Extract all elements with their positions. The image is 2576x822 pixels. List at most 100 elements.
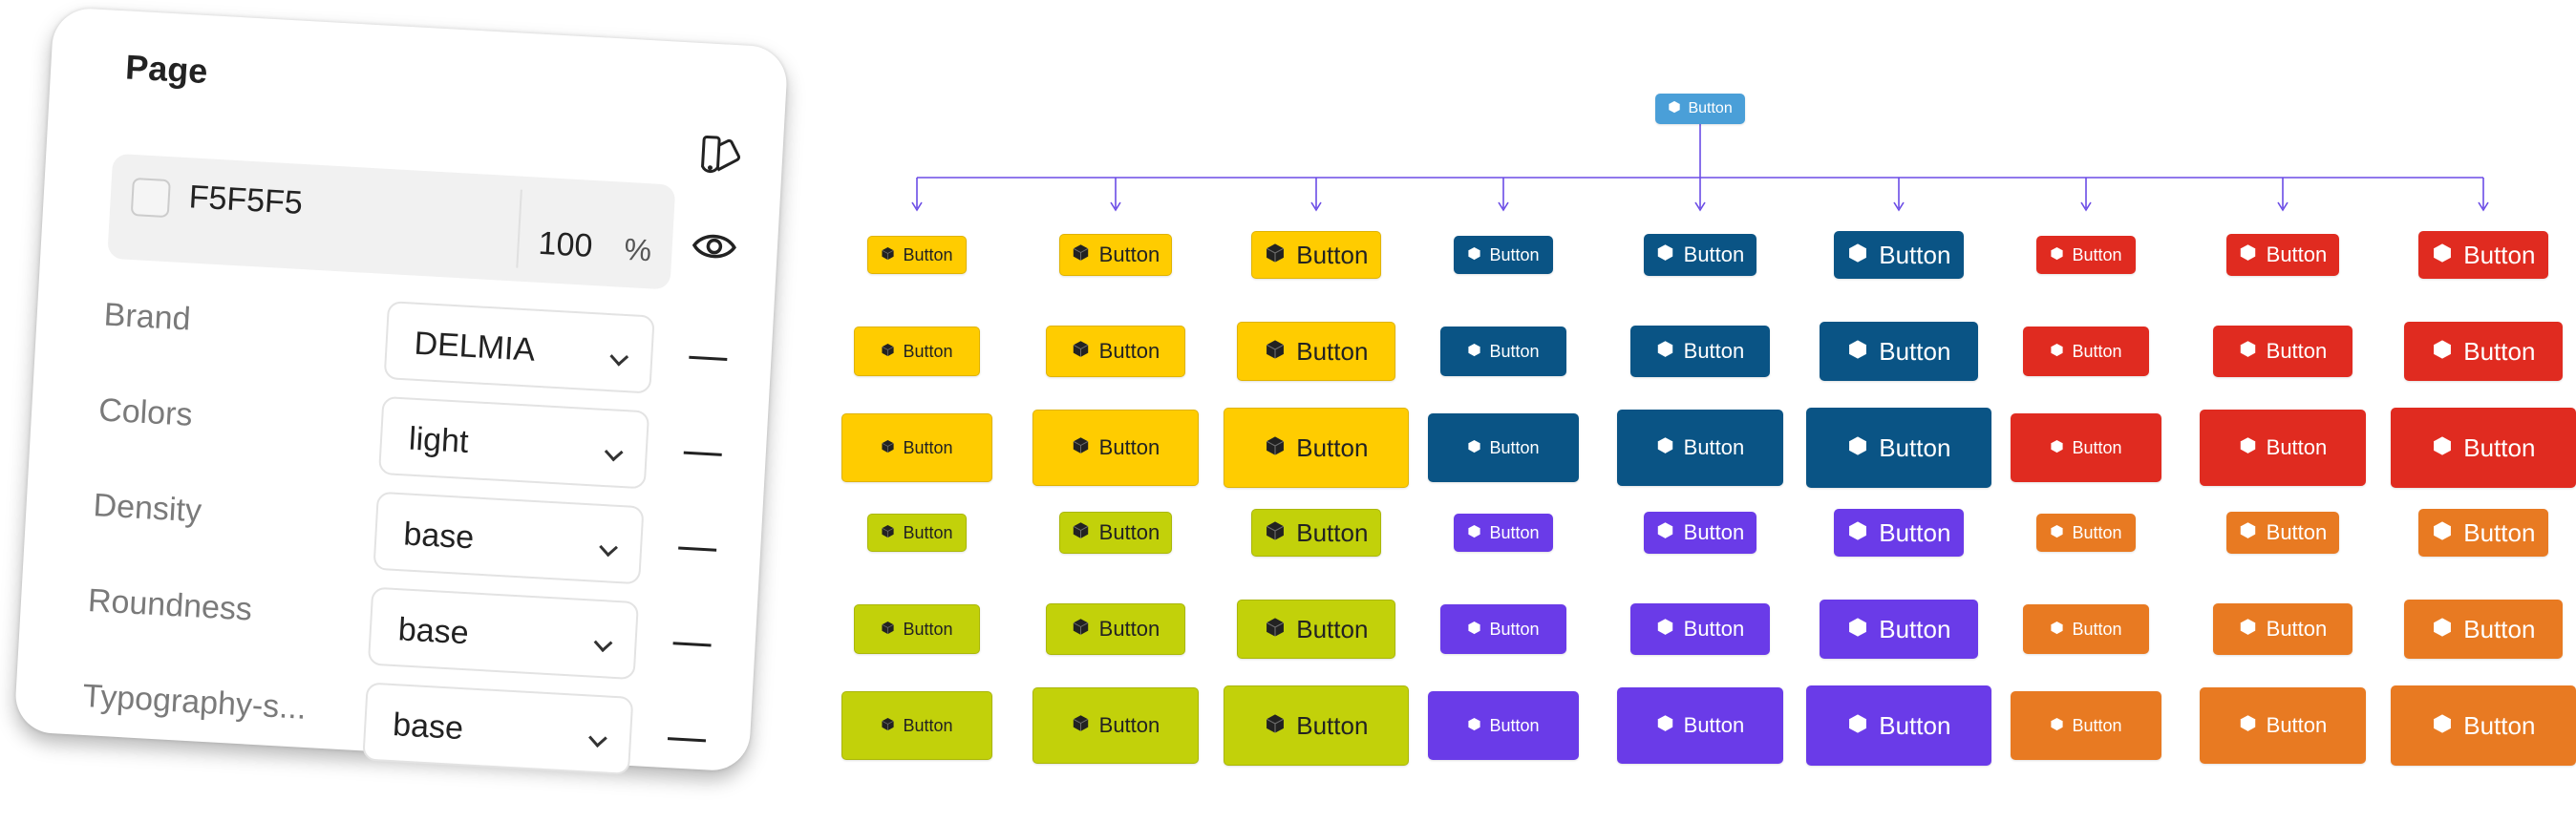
variant-button[interactable]: Button (867, 236, 967, 274)
chevron-down-icon (599, 537, 618, 558)
variant-button[interactable]: Button (2404, 322, 2563, 381)
variant-button[interactable]: Button (1033, 410, 1199, 486)
variant-button[interactable]: Button (1454, 514, 1553, 552)
variant-button[interactable]: Button (1806, 685, 1991, 766)
minus-icon[interactable] (683, 451, 722, 456)
variant-button[interactable]: Button (841, 691, 992, 760)
variant-button[interactable]: Button (2200, 687, 2366, 764)
variant-button[interactable]: Button (1251, 231, 1381, 279)
chevron-down-icon (604, 442, 624, 462)
page-color-field[interactable]: F5F5F5 100 % (107, 153, 676, 290)
connector-arrowhead (1498, 201, 1509, 212)
variant-button[interactable]: Button (1033, 687, 1199, 764)
opacity-value[interactable]: 100 (537, 224, 594, 264)
variant-button[interactable]: Button (1630, 603, 1770, 655)
variant-button[interactable]: Button (1806, 408, 1991, 488)
cube-icon (1072, 339, 1090, 364)
variant-button[interactable]: Button (2391, 685, 2576, 766)
typography-select[interactable]: base (362, 682, 634, 775)
variant-button-label: Button (1098, 339, 1160, 363)
variant-button[interactable]: Button (1237, 322, 1395, 381)
variant-button[interactable]: Button (867, 514, 967, 552)
cube-icon (881, 716, 895, 736)
variant-button[interactable]: Button (2011, 691, 2161, 760)
variant-button-label: Button (2463, 432, 2536, 462)
minus-icon[interactable] (689, 355, 728, 361)
cube-icon (1265, 337, 1286, 367)
variant-button[interactable]: Button (1820, 600, 1978, 659)
variant-button[interactable]: Button (1428, 413, 1579, 482)
variant-button[interactable]: Button (1440, 604, 1566, 654)
variant-button[interactable]: Button (1046, 603, 1185, 655)
variant-button[interactable]: Button (1820, 322, 1978, 381)
variant-button[interactable]: Button (1440, 327, 1566, 376)
variant-button-label: Button (1489, 619, 1540, 639)
variant-button[interactable]: Button (1059, 512, 1172, 554)
variant-button[interactable]: Button (1630, 326, 1770, 377)
variant-button[interactable]: Button (1644, 234, 1756, 276)
variant-button[interactable]: Button (1454, 236, 1553, 274)
eye-icon[interactable] (691, 226, 738, 267)
minus-icon[interactable] (667, 737, 707, 743)
variant-button[interactable]: Button (1237, 600, 1395, 659)
cube-icon (1265, 615, 1286, 644)
brand-select[interactable]: DELMIA (383, 301, 655, 394)
variant-button[interactable]: Button (2226, 234, 2339, 276)
variant-button[interactable]: Button (2418, 231, 2548, 279)
variant-button[interactable]: Button (2213, 603, 2352, 655)
variant-button-label: Button (2463, 614, 2536, 643)
variant-button[interactable]: Button (1644, 512, 1756, 554)
variant-button[interactable]: Button (1834, 231, 1964, 279)
variant-button[interactable]: Button (2011, 413, 2161, 482)
cube-icon (1072, 713, 1090, 738)
variant-button[interactable]: Button (2391, 408, 2576, 488)
variant-button[interactable]: Button (854, 327, 980, 376)
brush-icon[interactable] (695, 131, 744, 181)
opacity-percent: % (623, 231, 652, 268)
cube-icon (1656, 617, 1674, 642)
variant-button-label: Button (1879, 710, 1951, 740)
variant-button[interactable]: Button (1059, 234, 1172, 276)
variant-button[interactable]: Button (2036, 236, 2136, 274)
cube-icon (2239, 242, 2257, 267)
variant-button[interactable]: Button (1834, 509, 1964, 557)
variant-button[interactable]: Button (1224, 408, 1409, 488)
variant-button-label: Button (1098, 520, 1160, 544)
variant-button[interactable]: Button (2404, 600, 2563, 659)
cube-icon (2239, 435, 2257, 460)
variant-button[interactable]: Button (2023, 327, 2149, 376)
color-hex-value[interactable]: F5F5F5 (187, 179, 304, 221)
variant-button-label: Button (1098, 242, 1160, 266)
variant-button[interactable]: Button (854, 604, 980, 654)
variant-button[interactable]: Button (2213, 326, 2352, 377)
root-button[interactable]: Button (1655, 94, 1745, 124)
cube-icon (1265, 518, 1286, 548)
minus-icon[interactable] (672, 642, 712, 647)
variant-button-label: Button (2072, 715, 2122, 735)
cube-icon (1847, 433, 1868, 463)
variant-button[interactable]: Button (2200, 410, 2366, 486)
variant-button[interactable]: Button (2226, 512, 2339, 554)
variant-button-label: Button (1296, 517, 1369, 547)
variant-button[interactable]: Button (841, 413, 992, 482)
color-swatch[interactable] (130, 177, 171, 219)
variant-button-label: Button (1296, 240, 1369, 269)
variant-button[interactable]: Button (2418, 509, 2548, 557)
roundness-select[interactable]: base (367, 586, 639, 681)
cube-icon (2050, 245, 2064, 265)
variant-button[interactable]: Button (1428, 691, 1579, 760)
variant-button[interactable]: Button (1046, 326, 1185, 377)
roundness-select-value: base (396, 611, 470, 652)
variant-button[interactable]: Button (1617, 410, 1783, 486)
variant-button[interactable]: Button (2036, 514, 2136, 552)
minus-icon[interactable] (678, 546, 717, 552)
colors-select[interactable]: light (378, 395, 650, 490)
variant-button[interactable]: Button (1617, 687, 1783, 764)
cube-icon (1467, 620, 1481, 640)
variant-button-label: Button (2072, 244, 2122, 264)
variant-button[interactable]: Button (1251, 509, 1381, 557)
variant-button[interactable]: Button (1224, 685, 1409, 766)
page-settings-panel-area: Page F5F5F5 100 % Brand DELMIA Colors li… (0, 0, 841, 822)
variant-button[interactable]: Button (2023, 604, 2149, 654)
density-select[interactable]: base (373, 491, 645, 585)
